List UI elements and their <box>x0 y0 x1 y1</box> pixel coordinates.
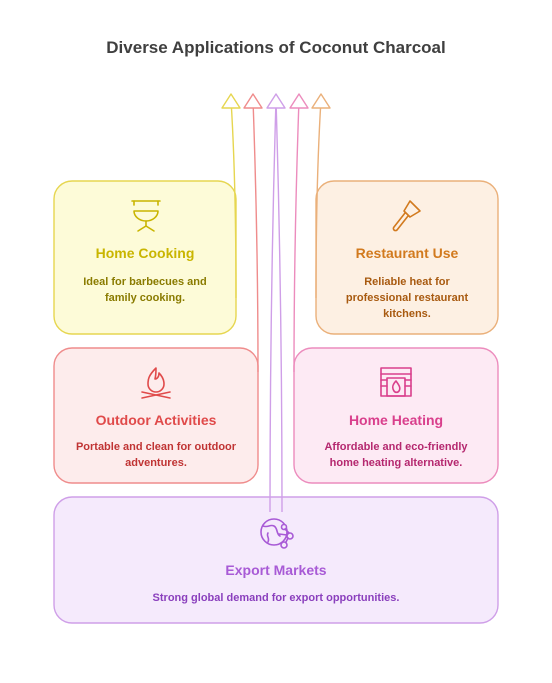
flow-line-export-markets-left <box>269 99 277 513</box>
card-description: Ideal for barbecues and family cooking. <box>83 276 207 304</box>
card-home-heating <box>293 347 499 484</box>
flow-line-home-cooking <box>230 99 237 299</box>
arrowhead-home-heating <box>289 93 309 109</box>
card-description: Reliable heat for professional restauran… <box>345 276 469 320</box>
card-description: Portable and clean for outdoor adventure… <box>75 441 237 469</box>
grill-icon <box>131 200 161 232</box>
diagram-title: Diverse Applications of Coconut Charcoal <box>106 38 446 57</box>
card-outdoor-activities <box>53 347 259 484</box>
card-heading: Outdoor Activities <box>95 412 217 428</box>
arrowhead-home-cooking <box>221 93 241 109</box>
card-heading: Home Cooking <box>95 245 195 261</box>
campfire-icon <box>141 367 171 399</box>
arrowhead-outdoor-activities <box>243 93 263 109</box>
card-description: Strong global demand for export opportun… <box>152 592 400 604</box>
card-heading: Restaurant Use <box>355 245 459 261</box>
card-outdoor-activities-text: Outdoor Activities Portable and clean fo… <box>54 411 258 471</box>
fireplace-icon <box>380 367 412 397</box>
spatula-icon <box>392 200 421 232</box>
card-home-cooking-text: Home Cooking Ideal for barbecues and fam… <box>54 244 236 306</box>
card-heading: Home Heating <box>348 412 444 428</box>
card-home-heating-text: Home Heating Affordable and eco-friendly… <box>294 411 498 471</box>
card-description: Affordable and eco-friendly home heating… <box>324 441 468 469</box>
arrowhead-restaurant-use <box>311 93 331 109</box>
globe-network-icon <box>260 518 294 549</box>
flow-line-export-markets-right <box>275 99 283 513</box>
card-heading: Export Markets <box>225 562 327 578</box>
card-export-markets <box>53 496 499 624</box>
flow-line-home-heating <box>293 99 300 373</box>
arrowhead-export-markets <box>266 93 286 109</box>
flow-line-outdoor-activities <box>252 99 259 373</box>
flow-line-restaurant-use <box>315 99 322 299</box>
card-export-markets-text: Export Markets Strong global demand for … <box>54 561 498 606</box>
card-restaurant-use-text: Restaurant Use Reliable heat for profess… <box>316 244 498 322</box>
